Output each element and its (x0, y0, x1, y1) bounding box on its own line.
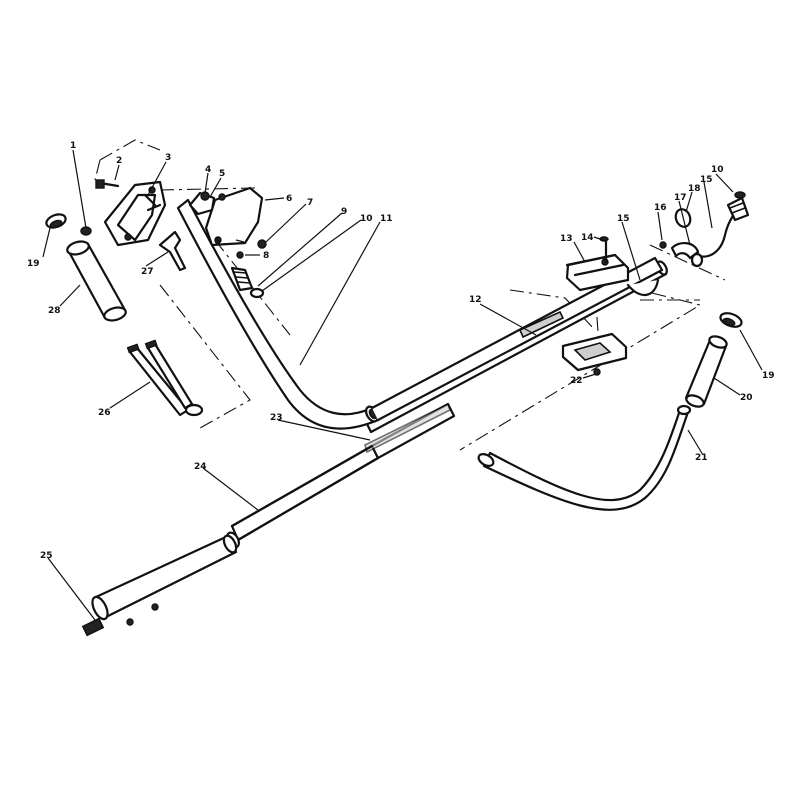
spring-bracket (126, 339, 204, 417)
left-grip (45, 213, 127, 322)
callout-13: 13 (560, 234, 573, 244)
tube-clamp (561, 236, 630, 376)
callout-12: 12 (469, 295, 482, 305)
upper-tube (176, 198, 664, 430)
callout-19: 19 (27, 259, 40, 269)
callout-22: 22 (570, 376, 583, 386)
callout-14: 14 (581, 233, 594, 243)
callout-9: 9 (341, 207, 347, 217)
leader-lines (42, 149, 763, 621)
callout-6b: 6 (214, 237, 220, 247)
handle-housing (80, 179, 267, 299)
callout-24: 24 (194, 462, 207, 472)
callout-27: 27 (141, 267, 154, 277)
callout-16: 16 (654, 203, 667, 213)
callout-6: 6 (286, 194, 292, 204)
callout-2: 2 (116, 156, 122, 166)
callout-20: 20 (740, 393, 753, 403)
callout-1: 1 (70, 141, 76, 151)
callout-8: 8 (263, 251, 269, 261)
callout-7: 7 (307, 198, 313, 208)
main-tube (81, 260, 668, 637)
callout-3: 3 (165, 153, 171, 163)
callout-15b: 15 (700, 175, 713, 185)
callout-26: 26 (98, 408, 111, 418)
callout-11: 11 (380, 214, 393, 224)
callout-25: 25 (40, 551, 53, 561)
callout-10: 10 (360, 214, 373, 224)
callout-21: 21 (695, 453, 708, 463)
callout-18: 18 (688, 184, 701, 194)
callout-19b: 19 (762, 371, 775, 381)
callout-23: 23 (270, 413, 283, 423)
callout-15: 15 (617, 214, 630, 224)
loop-handle (477, 191, 750, 511)
callouts: 1 2 3 4 5 6 6 7 8 9 10 11 12 13 14 15 16… (27, 141, 775, 561)
callout-17: 17 (674, 193, 687, 203)
callout-28: 28 (48, 306, 61, 316)
callout-5: 5 (219, 169, 225, 179)
callout-4: 4 (205, 165, 211, 175)
callout-10b: 10 (711, 165, 724, 175)
